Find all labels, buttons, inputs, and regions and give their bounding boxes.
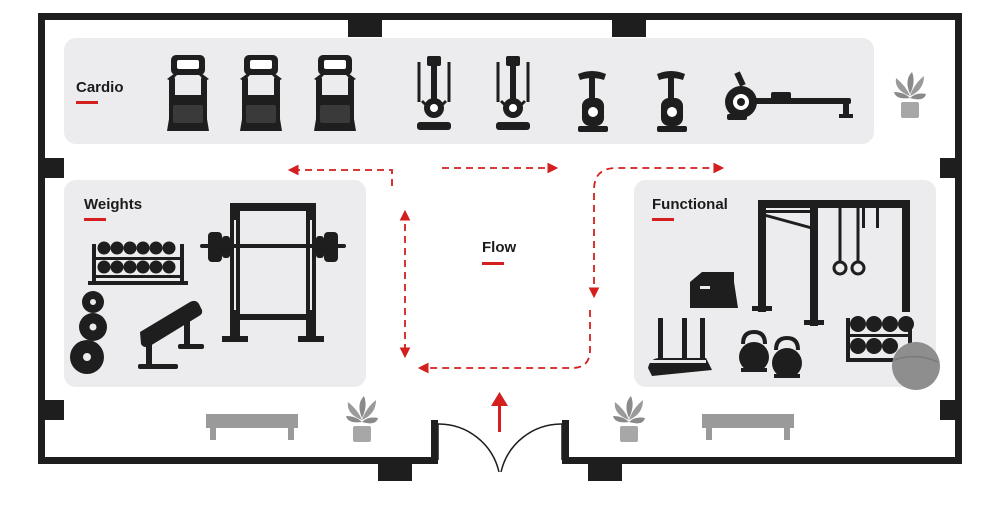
weight-bench-icon — [138, 300, 204, 369]
plant-icon — [346, 396, 378, 442]
squat-rack-icon — [222, 203, 324, 342]
medicine-ball-icon — [892, 342, 940, 390]
weights-zone-underline — [84, 218, 106, 221]
barbell-icon — [200, 232, 346, 262]
door-icon[interactable] — [437, 423, 563, 473]
plant-icon — [613, 396, 645, 442]
functional-equipment — [648, 200, 940, 390]
kettlebell-rack-icon — [846, 316, 914, 362]
cardio-zone-underline — [76, 101, 98, 104]
bench-icon — [206, 414, 298, 440]
dumbbell-rack-icon — [88, 241, 188, 285]
entrance-arrow-icon — [491, 392, 508, 432]
functional-zone-label: Functional — [652, 196, 728, 213]
bench-icon — [702, 414, 794, 440]
sled-icon — [648, 318, 712, 376]
gymnastic-rings-icon — [832, 208, 866, 276]
functional-zone-underline — [652, 218, 674, 221]
weight-plate-icon — [70, 291, 107, 374]
pull-up-rig-icon — [752, 200, 910, 326]
walls — [38, 13, 962, 481]
flow-arrow-icon — [287, 162, 725, 374]
weights-equipment — [70, 203, 346, 374]
weights-zone-label: Weights — [84, 196, 143, 213]
plyo-box-icon — [690, 272, 738, 308]
weights-zone — [64, 180, 366, 387]
cardio-zone-label: Cardio — [76, 79, 124, 96]
plant-icon — [894, 72, 926, 118]
flow-underline — [482, 262, 504, 265]
flow-label: Flow — [482, 239, 517, 256]
